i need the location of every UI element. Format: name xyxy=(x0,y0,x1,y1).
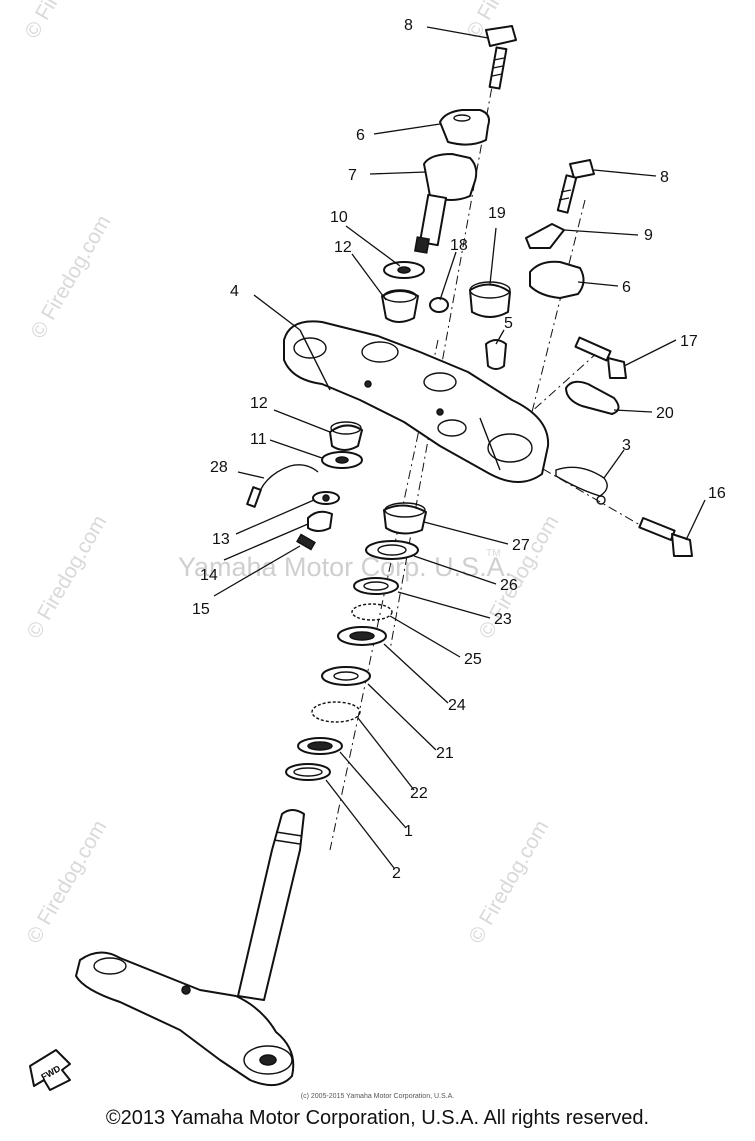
callout-23: 23 xyxy=(494,611,512,628)
callout-14: 14 xyxy=(200,567,218,584)
washer-13 xyxy=(312,491,340,505)
callout-24: 24 xyxy=(448,697,466,714)
callout-12b: 12 xyxy=(250,395,268,412)
bolt-17 xyxy=(574,336,627,379)
race-1 xyxy=(297,737,343,755)
callout-26: 26 xyxy=(500,577,518,594)
footer-copyright: ©2013 Yamaha Motor Corporation, U.S.A. A… xyxy=(105,1107,650,1129)
fwd-arrow: FWD xyxy=(29,1049,71,1091)
watermark-top-left: © Firedog.com xyxy=(20,0,109,43)
callout-5: 5 xyxy=(504,315,513,332)
collar-5 xyxy=(485,339,507,370)
screw-15 xyxy=(296,533,316,551)
callout-4: 4 xyxy=(230,283,239,300)
callout-19: 19 xyxy=(488,205,506,222)
balls-25 xyxy=(351,603,393,621)
steering-stem xyxy=(75,809,305,1087)
race-23 xyxy=(353,577,399,595)
upper-bracket-4 xyxy=(283,320,550,483)
clip-3 xyxy=(555,466,608,505)
callout-17: 17 xyxy=(680,333,698,350)
callout-9: 9 xyxy=(644,227,653,244)
watermark-left-bottom: © Firedog.com xyxy=(22,816,111,947)
race-21 xyxy=(321,666,371,686)
watermark-right-bottom: © Firedog.com xyxy=(464,816,553,947)
bolt-8-top xyxy=(485,25,517,90)
cap-18 xyxy=(429,297,449,313)
callout-13: 13 xyxy=(212,531,230,548)
cap-20 xyxy=(565,380,620,415)
callout-3: 3 xyxy=(622,437,631,454)
bolt-16 xyxy=(638,516,693,557)
seal-2 xyxy=(285,763,331,781)
watermark-left-top: © Firedog.com xyxy=(26,211,115,342)
callout-15: 15 xyxy=(192,601,210,618)
bushing-12-lower xyxy=(329,421,363,451)
watermark-left-mid: © Firedog.com xyxy=(22,511,111,642)
trademark-mark: TM xyxy=(486,548,500,559)
callout-6b: 6 xyxy=(622,279,631,296)
nut-19 xyxy=(469,281,511,318)
small-copyright: (c) 2005-2015 Yamaha Motor Corporation, … xyxy=(300,1093,455,1100)
callout-25: 25 xyxy=(464,651,482,668)
callout-6a: 6 xyxy=(356,127,365,144)
callout-28: 28 xyxy=(210,459,228,476)
washer-26 xyxy=(365,540,419,560)
callout-8a: 8 xyxy=(404,17,413,34)
center-watermark: Yamaha Motor Corp. U.S.A. xyxy=(178,552,512,582)
callout-22: 22 xyxy=(410,785,428,802)
leader-lines xyxy=(213,26,706,869)
handlebar-holder-right-6 xyxy=(529,260,585,299)
callout-11: 11 xyxy=(250,431,267,448)
callout-10: 10 xyxy=(330,209,348,226)
callout-21: 21 xyxy=(436,745,454,762)
race-24 xyxy=(337,626,387,646)
wire-28 xyxy=(246,464,319,508)
handlebar-holder-upper xyxy=(439,109,490,146)
callout-1: 1 xyxy=(404,823,413,840)
callout-18: 18 xyxy=(450,237,468,254)
callout-12a: 12 xyxy=(334,239,352,256)
washer-11 xyxy=(321,451,363,469)
balls-22 xyxy=(311,701,361,723)
callout-8b: 8 xyxy=(660,169,669,186)
handlebar-holder-lower xyxy=(414,153,478,254)
callout-20: 20 xyxy=(656,405,674,422)
bolt-8-right xyxy=(556,159,595,214)
callout-numbers: 8 6 7 10 12 4 19 18 5 8 9 6 17 20 3 16 1… xyxy=(192,17,726,882)
callout-16: 16 xyxy=(708,485,726,502)
plate-9 xyxy=(525,223,565,249)
ring-nut-27 xyxy=(383,502,427,535)
nut-14 xyxy=(307,510,333,532)
callout-2: 2 xyxy=(392,865,401,882)
callout-27: 27 xyxy=(512,537,530,554)
washer-10 xyxy=(383,261,425,279)
callout-7: 7 xyxy=(348,167,357,184)
bushing-12-upper xyxy=(381,289,419,323)
